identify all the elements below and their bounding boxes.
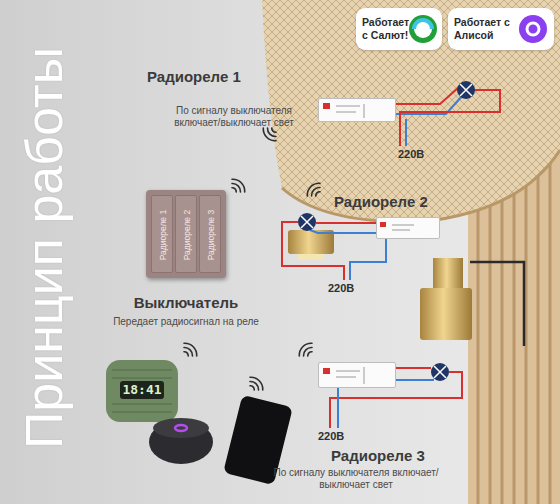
wire-red xyxy=(316,222,376,224)
relay-heading: Радиореле 1 xyxy=(147,68,287,86)
lamp-circle xyxy=(457,81,475,99)
lamp-cable xyxy=(470,262,524,346)
radio-waves xyxy=(246,374,266,394)
logo-disc xyxy=(519,15,547,43)
lamp-cross xyxy=(460,84,472,96)
lamp-symbol xyxy=(457,81,475,99)
radio-relay: Радиореле 3По сигналу выключателя включа… xyxy=(318,362,396,388)
radio-relay: Радиореле 1По сигналу выключателя включа… xyxy=(318,98,396,122)
wire-red xyxy=(282,222,344,280)
relay-heading: Радиореле 2 xyxy=(334,193,444,211)
lamp-cross xyxy=(301,216,313,228)
wave-arcs xyxy=(296,340,316,360)
switch-key: Радиореле 1 xyxy=(151,195,173,273)
wireless-switch: ВыключательПередает радиосигнал на релеР… xyxy=(146,190,226,278)
clock-display: 18:41 xyxy=(120,381,164,399)
key-label: Радиореле 3 xyxy=(206,196,216,274)
relay-button xyxy=(323,103,330,109)
radio-waves xyxy=(260,124,280,144)
wall-lamp-glow xyxy=(298,254,324,260)
compat-badge: Работает с Алисой xyxy=(448,8,554,50)
relay-description: По сигналу выключателя включает/выключае… xyxy=(159,105,309,129)
wire-blue xyxy=(405,119,407,146)
page-title: Принцип работы xyxy=(14,13,74,483)
logo-core xyxy=(414,20,432,38)
switch-key: Радиореле 3 xyxy=(199,195,221,273)
relay-markings xyxy=(336,367,364,384)
relay-button xyxy=(323,368,330,374)
green-smart-speaker xyxy=(106,360,178,422)
relay-markings xyxy=(392,225,414,230)
radio-waves xyxy=(296,340,316,360)
badge-text: Работает с Салют! xyxy=(362,16,414,41)
wire-red xyxy=(400,90,500,146)
relay-markings xyxy=(336,104,364,118)
speaker-top xyxy=(153,418,209,438)
radio-waves xyxy=(180,340,200,360)
lampshade-rim xyxy=(282,150,560,222)
radio-waves xyxy=(304,180,324,200)
wire-blue xyxy=(396,379,434,381)
speaker-texture xyxy=(112,370,172,412)
badge-text: Работает с Алисой xyxy=(454,16,516,41)
voltage-label: 220В xyxy=(398,148,424,160)
clock-time: 18:41 xyxy=(120,382,164,398)
wire-blue xyxy=(310,230,376,233)
wave-arcs xyxy=(304,180,324,200)
wave-arcs xyxy=(180,340,200,360)
logo-ring xyxy=(409,15,437,43)
relay-description: По сигналу выключателя включает/выключае… xyxy=(271,467,441,491)
wave-arcs xyxy=(228,176,248,196)
radio-waves xyxy=(228,176,248,196)
lamp-circle xyxy=(431,363,449,381)
wires xyxy=(282,88,500,428)
salute-logo xyxy=(409,15,437,43)
wire-red xyxy=(396,367,431,369)
lamp-symbols xyxy=(298,81,475,381)
voltage-label: 220В xyxy=(318,430,344,442)
relay-button xyxy=(380,222,386,227)
switch-description: Передает радиосигнал на реле xyxy=(96,316,276,328)
lamp-symbol xyxy=(298,213,316,231)
switch-key: Радиореле 2 xyxy=(175,195,197,273)
wave-arcs xyxy=(246,374,266,394)
speaker-light-ring xyxy=(175,425,187,431)
key-label: Радиореле 2 xyxy=(182,196,192,274)
lamp-cross xyxy=(434,366,446,378)
radio-wave-icons xyxy=(180,124,324,394)
relay-heading: Радиореле 3 xyxy=(331,447,441,465)
brass-lamp-top xyxy=(433,258,463,290)
radio-relay: Радиореле 2 xyxy=(376,217,440,239)
wire-blue xyxy=(337,388,339,428)
wave-arcs xyxy=(260,124,280,144)
alice-logo xyxy=(519,15,547,43)
lamp-symbol xyxy=(431,363,449,381)
brass-lamp-body xyxy=(420,288,472,340)
lamp-circle xyxy=(298,213,316,231)
logo-ring xyxy=(527,23,539,35)
key-label: Радиореле 1 xyxy=(158,196,168,274)
wire-blue xyxy=(350,239,386,280)
switch-heading: Выключатель xyxy=(121,294,251,312)
voltage-label: 220В xyxy=(328,282,354,294)
logo-swirl xyxy=(414,20,432,29)
wire-red xyxy=(396,88,458,104)
rattan-lampshade xyxy=(262,0,560,222)
compat-badge: Работает с Салют! xyxy=(356,8,442,50)
relay-buttons xyxy=(323,103,414,384)
